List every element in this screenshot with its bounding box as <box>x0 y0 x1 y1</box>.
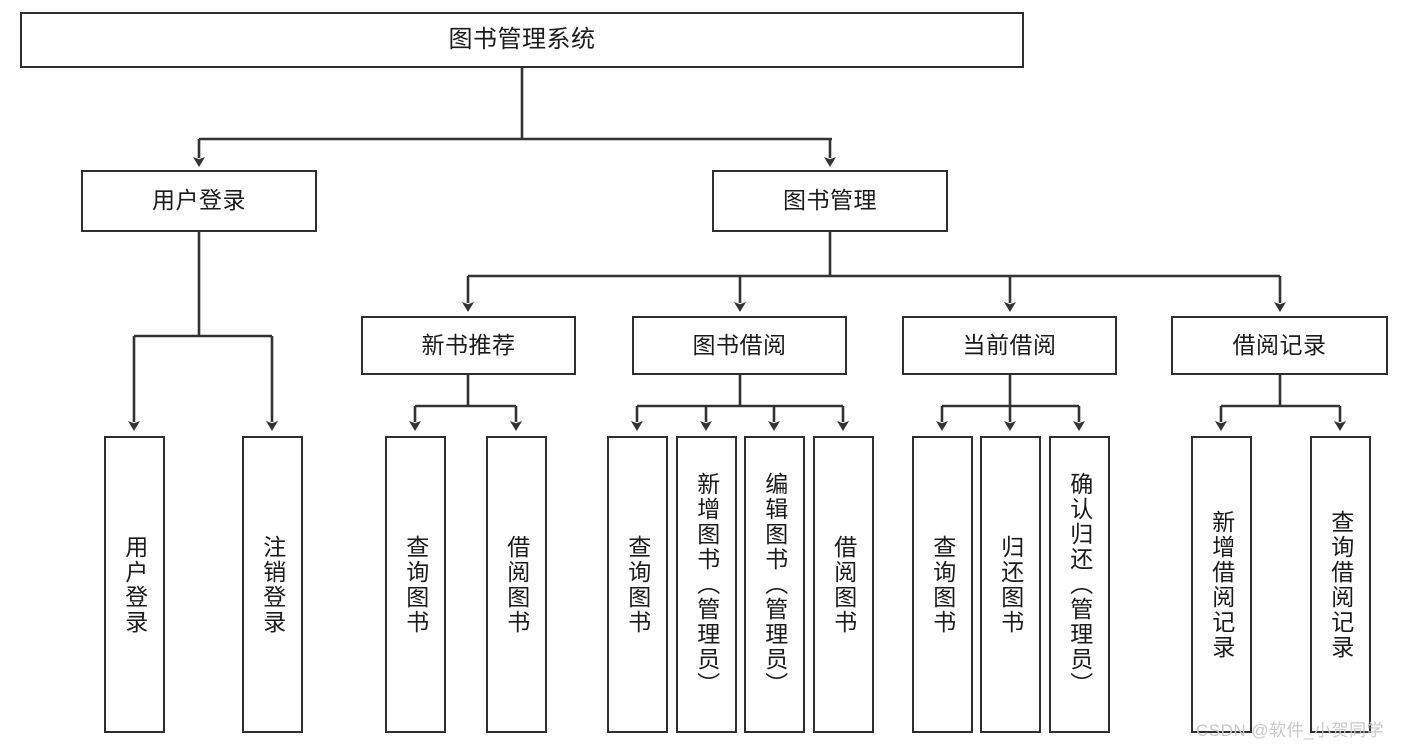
node-leaf-user-login-label: 用户登录 <box>121 534 148 635</box>
node-user-login-label: 用户登录 <box>152 187 246 214</box>
node-leaf-logout[interactable]: 注销登录 <box>242 436 303 733</box>
node-leaf-add-borrow-record[interactable]: 新增借阅记录 <box>1191 436 1252 733</box>
node-leaf-edit-book-admin[interactable]: 编辑图书（管理员） <box>744 436 805 733</box>
node-root-label: 图书管理系统 <box>448 25 596 53</box>
node-new-book-rec-label: 新书推荐 <box>421 331 516 358</box>
node-current-borrow[interactable]: 当前借阅 <box>902 316 1117 375</box>
node-leaf-return-book-label: 归还图书 <box>997 534 1024 635</box>
node-leaf-borrow-book-label: 借阅图书 <box>830 534 857 635</box>
node-leaf-query-borrow-record-label: 查询借阅记录 <box>1327 509 1354 660</box>
node-book-borrow[interactable]: 图书借阅 <box>632 316 847 375</box>
node-leaf-query-book-rec[interactable]: 查询图书 <box>385 436 446 733</box>
node-leaf-add-book-admin-label: 新增图书（管理员） <box>693 472 720 697</box>
node-book-manage-label: 图书管理 <box>783 187 877 214</box>
node-leaf-query-book-rec-label: 查询图书 <box>402 534 429 635</box>
node-new-book-rec[interactable]: 新书推荐 <box>361 316 576 375</box>
node-user-login[interactable]: 用户登录 <box>81 170 317 232</box>
node-leaf-confirm-return-admin[interactable]: 确认归还（管理员） <box>1049 436 1110 733</box>
node-leaf-return-book[interactable]: 归还图书 <box>980 436 1041 733</box>
node-leaf-query-book-borrow[interactable]: 查询图书 <box>607 436 668 733</box>
node-leaf-confirm-return-admin-label: 确认归还（管理员） <box>1066 472 1093 697</box>
node-leaf-borrow-book-rec-label: 借阅图书 <box>503 534 530 635</box>
node-leaf-edit-book-admin-label: 编辑图书（管理员） <box>761 472 788 697</box>
watermark-text: CSDN @软件_小贺同学 <box>1196 721 1385 740</box>
node-borrow-record[interactable]: 借阅记录 <box>1171 316 1388 375</box>
node-leaf-borrow-book[interactable]: 借阅图书 <box>813 436 874 733</box>
node-current-borrow-label: 当前借阅 <box>962 331 1057 358</box>
node-leaf-add-borrow-record-label: 新增借阅记录 <box>1208 509 1235 660</box>
node-book-manage[interactable]: 图书管理 <box>712 170 948 232</box>
node-leaf-borrow-book-rec[interactable]: 借阅图书 <box>486 436 547 733</box>
node-leaf-query-book-current-label: 查询图书 <box>929 534 956 635</box>
node-leaf-logout-label: 注销登录 <box>259 534 286 635</box>
node-book-borrow-label: 图书借阅 <box>692 331 787 358</box>
node-leaf-query-borrow-record[interactable]: 查询借阅记录 <box>1310 436 1371 733</box>
node-leaf-user-login[interactable]: 用户登录 <box>104 436 165 733</box>
node-borrow-record-label: 借阅记录 <box>1232 331 1327 358</box>
node-leaf-query-book-borrow-label: 查询图书 <box>624 534 651 635</box>
node-leaf-query-book-current[interactable]: 查询图书 <box>912 436 973 733</box>
node-leaf-add-book-admin[interactable]: 新增图书（管理员） <box>676 436 737 733</box>
node-root[interactable]: 图书管理系统 <box>20 12 1024 68</box>
